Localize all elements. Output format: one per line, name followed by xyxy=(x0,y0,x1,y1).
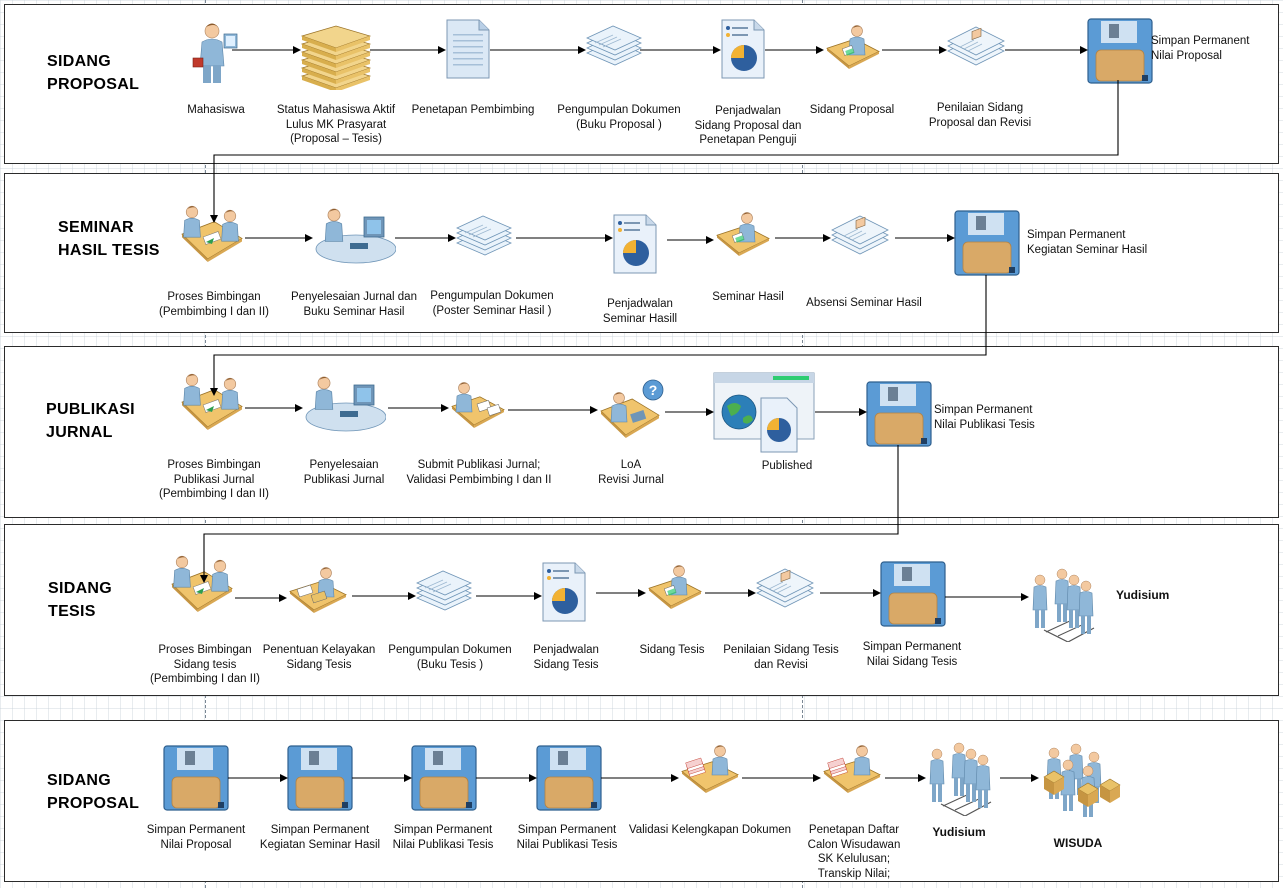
graduation-boxes-icon xyxy=(1038,743,1122,824)
step-label: Seminar Hasil xyxy=(712,291,784,303)
floppy-disk-icon xyxy=(954,210,1020,281)
step-label: Penentuan Kelayakan Sidang Tesis xyxy=(262,644,376,671)
lane-title: PUBLIKASI JURNAL xyxy=(46,401,135,441)
step-label: Simpan Permanent Kegiatan Seminar Hasil xyxy=(1027,229,1148,256)
step-label: Simpan Permanent Nilai Publikasi Tesis xyxy=(934,404,1035,431)
document-pile-icon xyxy=(415,570,473,617)
step-label: Simpan Permanent Nilai Publikasi Tesis xyxy=(392,824,494,851)
profile-documents-icon xyxy=(830,214,890,261)
document-icon xyxy=(445,18,491,85)
step-label: Yudisium xyxy=(932,825,986,839)
step-label: Pengumpulan Dokumen (Buku Tesis ) xyxy=(388,644,512,671)
document-pile-icon xyxy=(585,25,643,72)
step-label: Penilaian Sidang Tesis dan Revisi xyxy=(723,644,839,671)
step-label: Simpan Permanent Kegiatan Seminar Hasil xyxy=(259,824,381,851)
step-label: Simpan Permanent Nilai Proposal xyxy=(1151,35,1250,62)
document-pile-icon xyxy=(455,215,513,262)
step-label: Pengumpulan Dokumen (Poster Seminar Hasi… xyxy=(430,290,554,317)
step-label: Sidang Proposal xyxy=(809,104,895,116)
step-label: Proses Bimbingan Publikasi Jurnal (Pembi… xyxy=(159,459,269,500)
step-label: Proses Bimbingan Sidang tesis (Pembimbin… xyxy=(150,644,260,685)
step-label: Penyelesaian Jurnal dan Buku Seminar Has… xyxy=(291,291,417,318)
floppy-disk-icon xyxy=(1087,18,1153,89)
step-label: Status Mahasiswa Aktif Lulus MK Prasyara… xyxy=(276,104,396,145)
flow-arrow-lane-transition xyxy=(210,275,987,396)
step-label: Sidang Tesis xyxy=(639,644,705,656)
step-label: Penetapan Daftar Calon Wisudawan SK Kelu… xyxy=(807,824,901,880)
profile-documents-icon xyxy=(946,25,1006,72)
flow-arrow-lane-transition xyxy=(210,80,1119,223)
floppy-disk-icon xyxy=(880,561,946,632)
step-label: Proses Bimbingan (Pembimbing I dan II) xyxy=(159,291,269,318)
document-stack-icon xyxy=(300,20,372,95)
step-label: Absensi Seminar Hasil xyxy=(806,297,922,309)
floppy-disk-icon xyxy=(411,745,477,816)
step-label: Published xyxy=(761,460,813,472)
web-publish-icon xyxy=(713,372,817,459)
report-chart-icon xyxy=(720,18,766,85)
people-group-icon xyxy=(1028,566,1100,647)
step-label: Penjadwalan Sidang Proposal dan Penetapa… xyxy=(694,105,802,146)
lane-publikasi-jurnal xyxy=(4,346,1279,518)
svg-text:?: ? xyxy=(649,382,658,398)
flow-arrow-lane-transition xyxy=(200,445,899,583)
step-label: Penyelesaian Publikasi Jurnal xyxy=(303,459,385,486)
step-label: LoA Revisi Jurnal xyxy=(598,459,664,486)
floppy-disk-icon xyxy=(536,745,602,816)
meeting-desk-icon xyxy=(645,563,705,616)
report-chart-icon xyxy=(541,561,587,628)
consultation-icon xyxy=(168,550,236,619)
lane-title: SIDANG PROPOSAL xyxy=(47,772,140,812)
consultation-icon xyxy=(178,368,246,437)
floppy-disk-icon xyxy=(287,745,353,816)
lane-title: SEMINAR HASIL TESIS xyxy=(58,219,160,259)
consultation-icon xyxy=(178,200,246,269)
step-label: Penetapan Pembimbing xyxy=(411,104,535,116)
paperwork-desk-icon xyxy=(678,745,742,800)
step-label: Pengumpulan Dokumen (Buku Proposal ) xyxy=(557,104,681,131)
step-label: Penjadwalan Seminar Hasill xyxy=(602,298,678,325)
meeting-desk-icon xyxy=(713,210,773,263)
step-label: Submit Publikasi Jurnal; Validasi Pembim… xyxy=(406,459,552,486)
help-desk-icon: ? xyxy=(597,378,665,445)
submit-desk-icon xyxy=(448,380,508,435)
step-label: Validasi Kelengkapan Dokumen xyxy=(628,824,792,836)
floppy-disk-icon xyxy=(163,745,229,816)
floppy-disk-icon xyxy=(866,381,932,452)
lane-title: SIDANG TESIS xyxy=(48,580,113,620)
step-label: Simpan Permanent Nilai Publikasi Tesis xyxy=(516,824,618,851)
step-label: WISUDA xyxy=(1053,836,1103,850)
profile-documents-icon xyxy=(755,567,815,614)
report-chart-icon xyxy=(612,213,658,280)
people-group-icon xyxy=(925,740,997,821)
step-label: Mahasiswa xyxy=(187,104,245,116)
meeting-desk-icon xyxy=(823,23,883,76)
workstation-icon xyxy=(312,205,397,272)
step-label: Simpan Permanent Nilai Proposal xyxy=(146,824,246,851)
step-label: Penilaian Sidang Proposal dan Revisi xyxy=(928,102,1032,129)
lane-title: SIDANG PROPOSAL xyxy=(47,53,140,93)
step-label: Simpan Permanent Nilai Sidang Tesis xyxy=(862,641,962,668)
review-desk-icon xyxy=(286,565,350,620)
paperwork-desk-icon xyxy=(820,745,884,800)
step-label: Penjadwalan Sidang Tesis xyxy=(533,644,599,671)
workstation-icon xyxy=(302,373,387,440)
step-label: Yudisium xyxy=(1116,588,1170,602)
student-icon xyxy=(190,22,240,89)
